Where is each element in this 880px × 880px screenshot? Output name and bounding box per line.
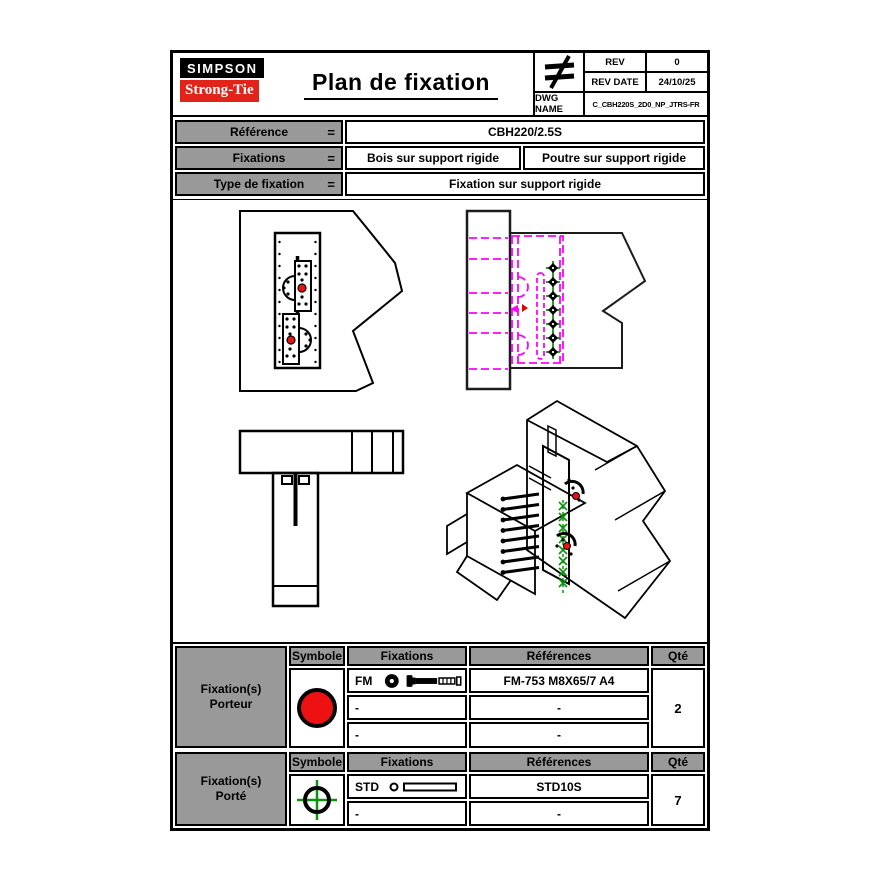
fixation-type-label: Type de fixation = bbox=[175, 172, 343, 196]
dwg-name-value: C_CBH220S_2D0_NP_JTRS-FR bbox=[585, 93, 707, 115]
group-label-porte: Fixation(s) Porté bbox=[175, 752, 287, 826]
red-circle-icon bbox=[297, 688, 337, 728]
fixation-plan-sheet: SIMPSON Strong-Tie Plan de fixation REV … bbox=[170, 50, 710, 831]
dowel-icon bbox=[387, 779, 459, 795]
fixation-table-porte: Fixation(s) Porté Symbole Fixations Réfé… bbox=[173, 750, 707, 828]
column-header-fixations: Fixations bbox=[347, 646, 467, 666]
title-block: SIMPSON Strong-Tie Plan de fixation REV … bbox=[173, 53, 707, 117]
fixations-value-2: Poutre sur support rigide bbox=[523, 146, 705, 170]
fixation-code-cell: - bbox=[347, 695, 467, 720]
column-header-references: Références bbox=[469, 752, 649, 772]
drawing-side-view bbox=[235, 206, 410, 396]
reference-value: CBH220/2.5S bbox=[345, 120, 705, 144]
quantity-cell: 7 bbox=[651, 774, 705, 826]
table-row: Fixations = Bois sur support rigide Pout… bbox=[175, 146, 705, 170]
drawing-cross-section bbox=[235, 426, 410, 611]
column-header-qte: Qté bbox=[651, 646, 705, 666]
revision-table: REV 0 REV DATE 24/10/25 DWG NAME C_CBH22… bbox=[533, 53, 707, 115]
drawing-isometric-view bbox=[445, 388, 690, 638]
rev-value: 0 bbox=[647, 53, 707, 71]
reference-table: Référence = CBH220/2.5S Fixations = Bois… bbox=[173, 117, 707, 199]
drawing-area bbox=[173, 199, 707, 644]
column-header-symbole: Symbole bbox=[289, 646, 345, 666]
reference-cell: FM-753 M8X65/7 A4 bbox=[469, 668, 649, 693]
equals-sign: = bbox=[327, 176, 335, 192]
rev-label: REV bbox=[585, 53, 645, 71]
column-header-qte: Qté bbox=[651, 752, 705, 772]
table-row: Référence = CBH220/2.5S bbox=[175, 120, 705, 144]
rev-date-label: REV DATE bbox=[585, 73, 645, 91]
fixation-code-cell: - bbox=[347, 801, 467, 826]
fixation-code-cell: FM bbox=[347, 668, 467, 693]
fixation-type-value: Fixation sur support rigide bbox=[345, 172, 705, 196]
reference-label: Référence = bbox=[175, 120, 343, 144]
page-title: Plan de fixation bbox=[304, 69, 498, 100]
not-equal-icon bbox=[535, 53, 583, 91]
equals-sign: = bbox=[327, 150, 335, 166]
logo-strongtie: Strong-Tie bbox=[180, 80, 259, 102]
fixations-value-1: Bois sur support rigide bbox=[345, 146, 521, 170]
column-header-symbole: Symbole bbox=[289, 752, 345, 772]
dwg-name-label: DWG NAME bbox=[535, 93, 583, 115]
column-header-references: Références bbox=[469, 646, 649, 666]
drawing-top-view bbox=[460, 201, 660, 396]
reference-cell: - bbox=[469, 722, 649, 748]
reference-cell: - bbox=[469, 695, 649, 720]
anchor-bolt-icon bbox=[385, 673, 465, 688]
rev-date-value: 24/10/25 bbox=[647, 73, 707, 91]
reference-cell: STD10S bbox=[469, 774, 649, 799]
reference-cell: - bbox=[469, 801, 649, 826]
column-header-fixations: Fixations bbox=[347, 752, 467, 772]
fixation-table-porteur: Fixation(s) Porteur Symbole Fixations Ré… bbox=[173, 644, 707, 750]
group-label-porteur: Fixation(s) Porteur bbox=[175, 646, 287, 748]
simpson-strongtie-logo: SIMPSON Strong-Tie bbox=[173, 53, 269, 115]
symbol-cell bbox=[289, 668, 345, 748]
table-row: Type de fixation = Fixation sur support … bbox=[175, 172, 705, 196]
equals-sign: = bbox=[327, 124, 335, 140]
logo-simpson: SIMPSON bbox=[180, 58, 265, 78]
fixation-code-cell: STD bbox=[347, 774, 467, 799]
green-crosshair-icon bbox=[295, 778, 339, 822]
symbol-cell bbox=[289, 774, 345, 826]
quantity-cell: 2 bbox=[651, 668, 705, 748]
fixation-code-cell: - bbox=[347, 722, 467, 748]
fixations-label: Fixations = bbox=[175, 146, 343, 170]
